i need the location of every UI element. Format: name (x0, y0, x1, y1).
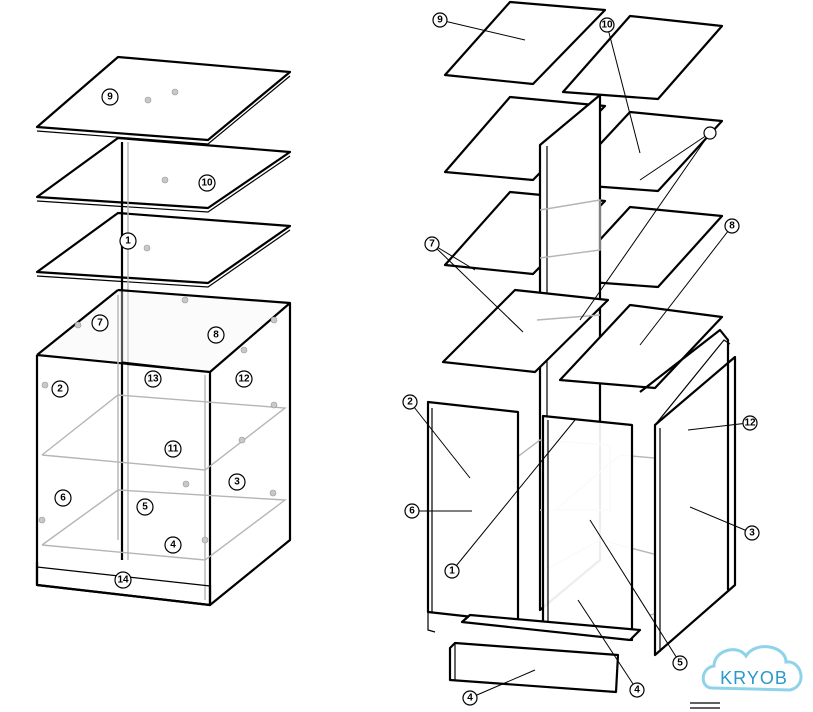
shelf-panel (441, 288, 610, 374)
svg-text:7: 7 (429, 239, 435, 250)
svg-text:2: 2 (57, 384, 63, 395)
left-door-panel (426, 400, 520, 633)
shelf-panel (443, 95, 607, 182)
svg-text:13: 13 (147, 374, 159, 385)
right-side-panel (653, 339, 737, 657)
svg-text:4: 4 (634, 685, 640, 696)
svg-text:3: 3 (234, 477, 240, 488)
svg-text:1: 1 (125, 236, 131, 247)
svg-text:5: 5 (677, 658, 683, 669)
shelf-top (35, 55, 292, 145)
svg-text:KRYOB: KRYOB (720, 668, 788, 688)
shelf-lower (35, 211, 292, 288)
right-callout-7: 7 (424, 236, 440, 252)
svg-text:11: 11 (168, 444, 179, 455)
shelf-panel (558, 303, 724, 390)
svg-text:6: 6 (409, 506, 415, 517)
left-callout-12: 12 (235, 370, 253, 388)
svg-text:2: 2 (407, 397, 413, 408)
right-callout-ring (703, 126, 717, 140)
svg-text:10: 10 (601, 20, 613, 31)
svg-text:3: 3 (749, 528, 755, 539)
shelf-panel (561, 205, 724, 289)
left-callout-9: 9 (101, 88, 119, 106)
svg-text:4: 4 (170, 540, 176, 551)
left-callout-11: 11 (164, 440, 182, 458)
svg-text:14: 14 (117, 575, 129, 586)
shelf-panel (443, 0, 607, 86)
right-callout-12: 12 (742, 415, 758, 431)
middle-door-panel (541, 414, 634, 642)
right-callout-2: 2 (402, 394, 418, 410)
left-callout-10: 10 (198, 174, 216, 192)
svg-text:10: 10 (201, 178, 213, 189)
plinth-board (448, 641, 620, 694)
svg-text:12: 12 (238, 374, 250, 385)
svg-text:8: 8 (213, 330, 219, 341)
right-callout-6: 6 (404, 503, 420, 519)
left-callout-8: 8 (207, 326, 225, 344)
right-callout-10: 10 (599, 17, 615, 33)
svg-text:9: 9 (107, 92, 113, 103)
shelf-middle (35, 136, 292, 213)
left-callout-13: 13 (144, 370, 162, 388)
kryob-watermark: KRYOB (690, 645, 803, 709)
left-callout-2: 2 (51, 380, 69, 398)
left-callout-1: 1 (119, 232, 137, 250)
right-callout-8: 8 (724, 218, 740, 234)
svg-text:6: 6 (60, 493, 66, 504)
svg-text:7: 7 (97, 318, 103, 329)
svg-text:8: 8 (729, 221, 735, 232)
left-callout-7: 7 (91, 314, 109, 332)
right-leader-lines (409, 19, 753, 699)
cabinet-body (35, 288, 292, 607)
right-assembly: 9 10 7 8 2 12 6 3 5 1 4 4 (402, 0, 760, 706)
left-callout-6: 6 (54, 489, 72, 507)
left-assembly: 9 10 1 7 8 2 13 12 11 6 3 5 4 14 (35, 55, 292, 607)
left-callout-3: 3 (228, 473, 246, 491)
left-callout-14: 14 (114, 571, 132, 589)
right-callout-1: 1 (444, 563, 460, 579)
right-callout-9: 9 (432, 12, 448, 28)
svg-text:5: 5 (142, 502, 148, 513)
right-callout-5: 5 (672, 655, 688, 671)
left-connector-pins (38, 88, 278, 544)
bottom-board (460, 613, 642, 642)
right-callout-4-plinth: 4 (462, 690, 478, 706)
right-callout-3: 3 (744, 525, 760, 541)
svg-text:1: 1 (449, 566, 455, 577)
shelf-panel (561, 110, 724, 193)
shelf-panel (561, 14, 724, 101)
svg-text:9: 9 (437, 15, 443, 26)
left-callout-5: 5 (136, 498, 154, 516)
left-callout-4: 4 (164, 536, 182, 554)
right-callout-4: 4 (629, 682, 645, 698)
svg-text:12: 12 (744, 418, 756, 429)
svg-text:4: 4 (467, 693, 473, 704)
